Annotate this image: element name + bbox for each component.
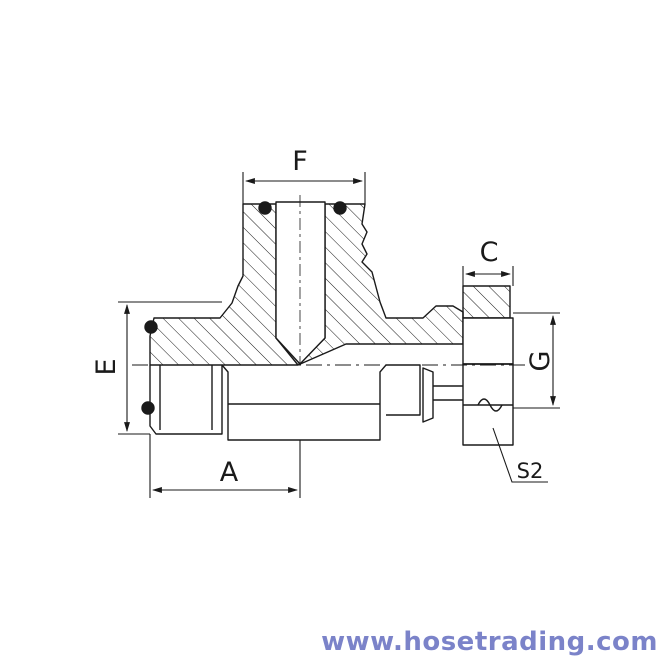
label-G: G <box>525 351 556 372</box>
watermark-url: www.hosetrading.com <box>321 627 658 657</box>
swivel-nut-hex <box>462 363 514 446</box>
o-ring-left-lower <box>141 401 155 415</box>
vertical-bore <box>275 201 326 365</box>
o-ring-left-upper <box>144 320 158 334</box>
swivel-nut-body <box>462 317 514 365</box>
label-C: C <box>480 237 499 268</box>
label-S2: S2 <box>517 459 544 483</box>
label-E: E <box>91 358 122 375</box>
label-F: F <box>292 146 308 177</box>
leader-S2 <box>492 427 548 483</box>
lower-body-block <box>221 364 387 441</box>
o-ring-top-left <box>258 201 272 215</box>
o-ring-top-right <box>333 201 347 215</box>
swivel-nut-upper <box>462 285 511 319</box>
label-A: A <box>220 457 239 488</box>
left-male-thread-end <box>149 365 223 435</box>
lower-tube-stub <box>386 364 421 416</box>
